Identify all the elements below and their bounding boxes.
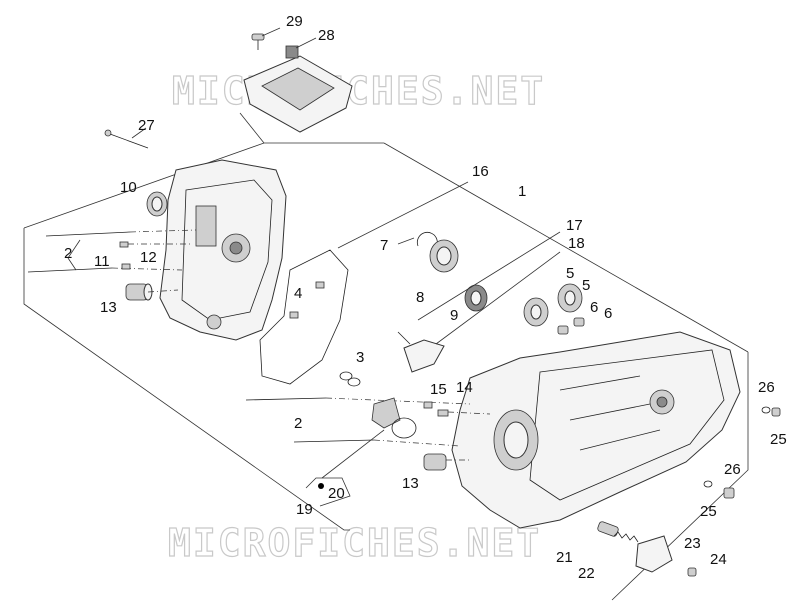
- callout-26-upper: 26: [758, 379, 775, 396]
- callout-8: 8: [416, 289, 424, 306]
- part-14-15-jets: [423, 401, 491, 417]
- part-29-screw: [251, 27, 281, 50]
- part-2-studs-upper: [27, 229, 197, 273]
- callout-5a: 5: [566, 265, 574, 282]
- part-11-12-dowels: [119, 241, 190, 270]
- callout-25-upper: 25: [770, 431, 787, 448]
- callout-28: 28: [318, 27, 335, 44]
- callout-27: 27: [138, 117, 155, 134]
- part-6-dowels: [557, 317, 585, 335]
- part-23-cover-plate: [635, 535, 673, 573]
- callout-16: 16: [472, 163, 489, 180]
- callout-22: 22: [578, 565, 595, 582]
- watermark-top: MICROFICHES.NET: [172, 69, 545, 113]
- part-18-bracket: [397, 231, 561, 373]
- callout-13-lower: 13: [402, 475, 419, 492]
- part-22-spring: [613, 531, 639, 543]
- callout-26-lower: 26: [724, 461, 741, 478]
- part-27-long-bolt: [104, 127, 149, 149]
- left-crankcase-half: [159, 159, 287, 341]
- callout-2-lower: 2: [294, 415, 302, 432]
- part-25-26-drain-plugs: [703, 406, 781, 499]
- callout-25-lower: 25: [700, 503, 717, 520]
- part-9-seal: [464, 284, 488, 312]
- callout-6b: 6: [604, 305, 612, 322]
- callout-11: 11: [94, 253, 110, 270]
- callout-labels: 29 28 27 10 16 1 2 11 12 13 4 17 18 7 8 …: [64, 13, 787, 582]
- callout-1: 1: [518, 183, 526, 200]
- callout-3: 3: [356, 349, 364, 366]
- callout-2-upper: 2: [64, 245, 72, 262]
- callout-14: 14: [456, 379, 473, 396]
- callout-29: 29: [286, 13, 303, 30]
- part-2-studs-lower: [245, 397, 471, 447]
- assembly-frame: [23, 112, 749, 601]
- callout-18: 18: [568, 235, 585, 252]
- callout-23: 23: [684, 535, 701, 552]
- right-crankcase-half: [451, 331, 741, 529]
- part-5-bearings: [523, 283, 583, 327]
- part-3-o-rings: [339, 371, 361, 387]
- part-24-bolt: [687, 567, 697, 577]
- callout-4: 4: [294, 285, 302, 302]
- part-19-bracket-outline: [305, 477, 351, 507]
- callout-5b: 5: [582, 277, 590, 294]
- callout-20: 20: [328, 485, 345, 502]
- callout-12: 12: [140, 249, 157, 266]
- callout-6a: 6: [590, 299, 598, 316]
- callout-10: 10: [120, 179, 137, 196]
- callout-13-upper: 13: [100, 299, 117, 316]
- callout-17: 17: [566, 217, 583, 234]
- part-10-oil-seal: [146, 191, 168, 217]
- part-13-bushing-lower: [423, 453, 470, 471]
- part-20-oil-strainer: [321, 397, 417, 479]
- callout-21: 21: [556, 549, 573, 566]
- callout-19: 19: [296, 501, 313, 518]
- callout-7: 7: [380, 237, 388, 254]
- watermark-bottom: MICROFICHES.NET: [168, 521, 541, 565]
- callout-24: 24: [710, 551, 727, 568]
- part-16-crankcase-gasket: [259, 181, 469, 385]
- part-8-bearing: [429, 239, 459, 273]
- part-28-breather-cover: [243, 37, 353, 133]
- callout-15: 15: [430, 381, 447, 398]
- callout-9: 9: [450, 307, 458, 324]
- part-13-bushing-upper: [125, 283, 179, 301]
